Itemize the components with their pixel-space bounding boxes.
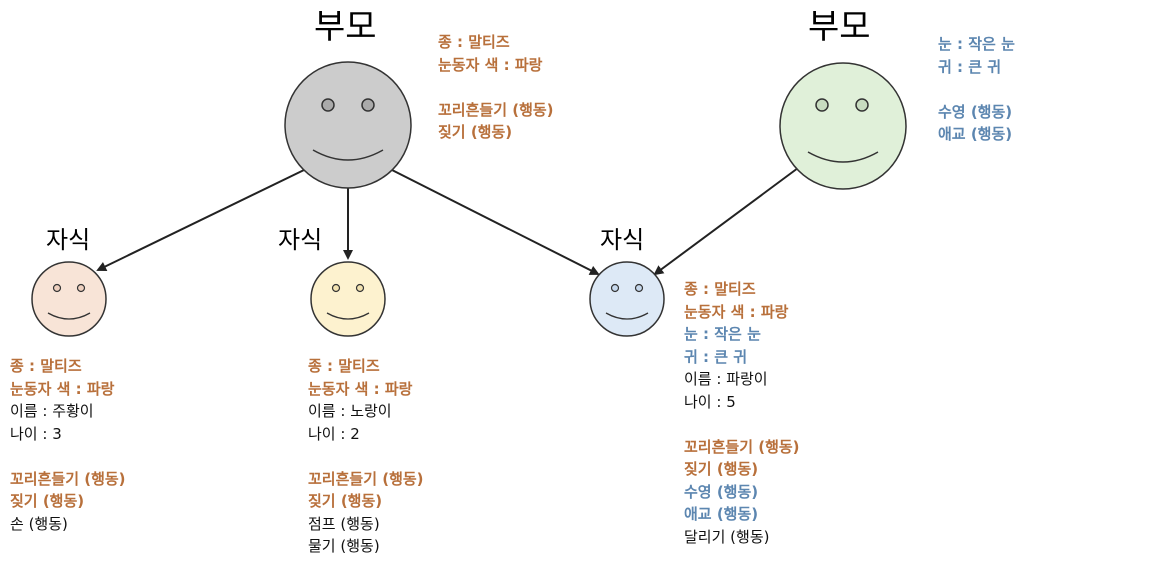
behavior-charm: 애교 (행동) <box>684 505 759 523</box>
child3-label: 자식 <box>600 226 645 254</box>
attr-name: 이름 : 노랑이 <box>308 402 392 420</box>
behavior-tail-wag: 꼬리흔들기 (행동) <box>10 469 126 488</box>
attr-age: 나이 : 5 <box>684 392 736 411</box>
parent2-face-icon <box>779 62 907 190</box>
behavior-tail-wag: 꼬리흔들기 (행동) <box>684 437 800 456</box>
child2-face-icon <box>310 261 386 337</box>
attr-species: 종 : 말티즈 <box>684 280 756 298</box>
attr-eye-color: 눈동자 색 : 파랑 <box>10 379 115 398</box>
behavior-bark: 짖기 (행동) <box>308 492 383 510</box>
behavior-bark: 짖기 (행동) <box>438 123 513 141</box>
attr-eyes: 눈 : 작은 눈 <box>684 325 761 343</box>
attr-eye-color: 눈동자 색 : 파랑 <box>684 302 789 321</box>
parent1-label: 부모 <box>314 7 377 47</box>
attr-eyes: 눈 : 작은 눈 <box>938 35 1015 53</box>
child1-label: 자식 <box>46 226 91 254</box>
behavior-bark: 짖기 (행동) <box>10 492 85 510</box>
child2-attributes: 종 : 말티즈 눈동자 색 : 파랑 이름 : 노랑이 나이 : 2 꼬리흔들기… <box>308 355 424 558</box>
arrow-parent1-to-child3 <box>391 169 600 275</box>
behavior-swim: 수영 (행동) <box>938 102 1013 121</box>
parent1-attributes: 종 : 말티즈 눈동자 색 : 파랑 꼬리흔들기 (행동) 짖기 (행동) <box>438 31 554 144</box>
behavior-hand: 손 (행동) <box>10 514 68 533</box>
child3-attributes: 종 : 말티즈 눈동자 색 : 파랑 눈 : 작은 눈 귀 : 큰 귀 이름 :… <box>684 278 800 548</box>
attr-species: 종 : 말티즈 <box>308 357 380 375</box>
attr-eye-color: 눈동자 색 : 파랑 <box>438 55 543 74</box>
attr-species: 종 : 말티즈 <box>438 33 510 51</box>
child1-face-icon <box>31 261 107 337</box>
attr-species: 종 : 말티즈 <box>10 357 82 375</box>
attr-name: 이름 : 파랑이 <box>684 370 768 388</box>
attr-name: 이름 : 주황이 <box>10 402 94 420</box>
parent2-attributes: 눈 : 작은 눈 귀 : 큰 귀 수영 (행동) 애교 (행동) <box>938 33 1015 146</box>
behavior-tail-wag: 꼬리흔들기 (행동) <box>308 469 424 488</box>
behavior-run: 달리기 (행동) <box>684 527 770 546</box>
parent1-face-icon <box>284 61 412 189</box>
parent2-label: 부모 <box>808 7 871 47</box>
attr-ears: 귀 : 큰 귀 <box>684 347 748 366</box>
behavior-charm: 애교 (행동) <box>938 125 1013 143</box>
arrow-parent2-to-child3 <box>653 167 799 276</box>
behavior-swim: 수영 (행동) <box>684 482 759 501</box>
attr-age: 나이 : 3 <box>10 424 62 443</box>
behavior-jump: 점프 (행동) <box>308 514 380 533</box>
child2-label: 자식 <box>278 226 323 254</box>
attr-age: 나이 : 2 <box>308 424 360 443</box>
behavior-bite: 물기 (행동) <box>308 537 380 555</box>
arrow-parent1-to-child1 <box>96 169 305 272</box>
child3-face-icon <box>589 261 665 337</box>
attr-ears: 귀 : 큰 귀 <box>938 57 1002 76</box>
attr-eye-color: 눈동자 색 : 파랑 <box>308 379 413 398</box>
behavior-bark: 짖기 (행동) <box>684 460 759 478</box>
behavior-tail-wag: 꼬리흔들기 (행동) <box>438 100 554 119</box>
child1-attributes: 종 : 말티즈 눈동자 색 : 파랑 이름 : 주황이 나이 : 3 꼬리흔들기… <box>10 355 126 535</box>
